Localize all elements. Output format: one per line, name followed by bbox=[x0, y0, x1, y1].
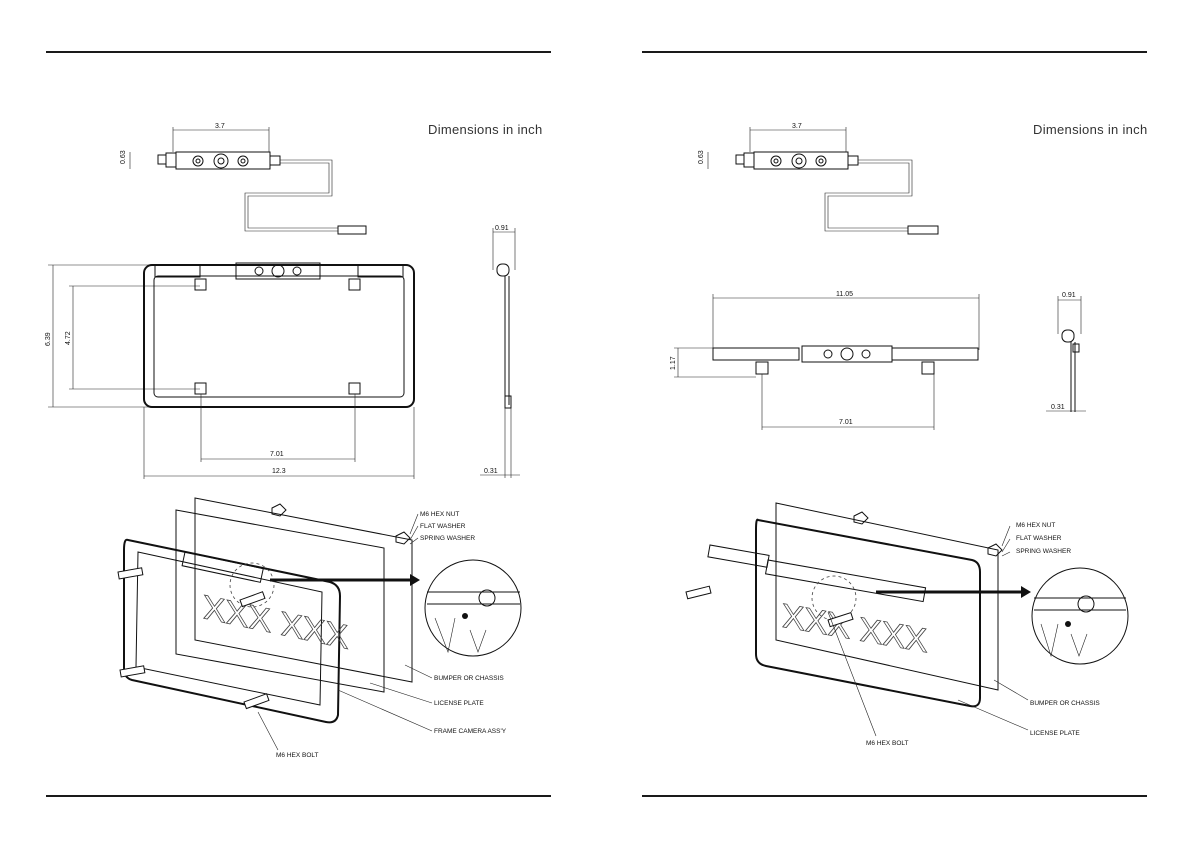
camera-top-view: 3.7 0.63 bbox=[698, 123, 939, 235]
frame-front-view: 6.39 4.72 7.01 12.3 bbox=[45, 262, 415, 479]
callout-flat-washer: FLAT WASHER bbox=[420, 523, 466, 530]
camera-length-label: 3.7 bbox=[215, 123, 225, 130]
plate-letters-decoration: XXX XXX bbox=[203, 588, 349, 657]
callout-frame: FRAME CAMERA ASS'Y bbox=[434, 728, 507, 735]
frame-height-inner-label: 4.72 bbox=[65, 331, 72, 345]
camera-length-label: 3.7 bbox=[792, 123, 802, 130]
callout-plate: LICENSE PLATE bbox=[434, 700, 484, 707]
dimensions-title: Dimensions in inch bbox=[1033, 122, 1148, 137]
callout-spring-washer: SPRING WASHER bbox=[420, 535, 475, 542]
frame-width-label: 12.3 bbox=[272, 468, 286, 475]
callout-hex-nut: M6 HEX NUT bbox=[1016, 522, 1055, 529]
camera-top-view: 3.7 0.63 bbox=[120, 123, 367, 235]
side-depth-bottom-label: 0.31 bbox=[1051, 404, 1065, 411]
header-rule bbox=[46, 51, 551, 53]
side-depth-bottom-label: 0.31 bbox=[484, 468, 498, 475]
footer-rule bbox=[46, 795, 551, 797]
callout-flat-washer: FLAT WASHER bbox=[1016, 535, 1062, 542]
bar-height-label: 1.17 bbox=[670, 356, 677, 370]
callout-hex-nut: M6 HEX NUT bbox=[420, 511, 459, 518]
left-drawing: 3.7 0.63 6.39 4.72 bbox=[45, 123, 522, 759]
footer-rule bbox=[642, 795, 1147, 797]
side-depth-top-label: 0.91 bbox=[495, 225, 509, 232]
callout-bumper: BUMPER OR CHASSIS bbox=[1030, 700, 1100, 707]
left-page: Dimensions in inch 3.7 0.63 6.39 bbox=[45, 51, 551, 797]
callout-spring-washer: SPRING WASHER bbox=[1016, 548, 1071, 555]
callout-plate: LICENSE PLATE bbox=[1030, 730, 1080, 737]
right-drawing: 3.7 0.63 11.05 1.17 bbox=[670, 123, 1129, 747]
frame-side-view: 0.91 0.31 bbox=[480, 225, 520, 478]
right-page: Dimensions in inch 3.7 0.63 11.05 bbox=[596, 0, 1192, 851]
bar-hole-span-label: 7.01 bbox=[839, 419, 853, 426]
callout-bolt: M6 HEX BOLT bbox=[276, 752, 319, 759]
side-depth-top-label: 0.91 bbox=[1062, 292, 1076, 299]
dimensions-title: Dimensions in inch bbox=[428, 122, 543, 137]
header-rule bbox=[642, 51, 1147, 53]
camera-height-label: 0.63 bbox=[698, 150, 705, 164]
bar-width-label: 11.05 bbox=[836, 291, 853, 298]
bar-front-view: 11.05 1.17 7.01 bbox=[670, 291, 980, 430]
camera-height-label: 0.63 bbox=[120, 150, 127, 164]
callout-bolt: M6 HEX BOLT bbox=[866, 740, 909, 747]
frame-height-outer-label: 6.39 bbox=[45, 332, 52, 346]
plate-letters-decoration: XXX XXX bbox=[782, 597, 928, 660]
hole-span-label: 7.01 bbox=[270, 451, 284, 458]
bar-side-view: 0.91 0.31 bbox=[1046, 292, 1086, 412]
callout-bumper: BUMPER OR CHASSIS bbox=[434, 675, 504, 682]
